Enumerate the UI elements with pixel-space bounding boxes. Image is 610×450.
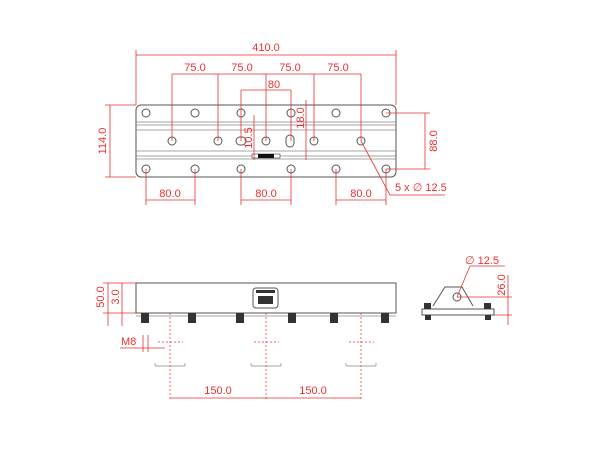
dim-row-spacing: 88.0	[428, 130, 440, 151]
dim-bottom-center: 80.0	[255, 188, 276, 200]
hole-callout: 5 x ∅ 12.5	[395, 182, 447, 194]
dim-bottom-right: 80.0	[350, 188, 371, 200]
dim-pitch-2: 75.0	[231, 62, 252, 74]
clamps	[154, 313, 377, 400]
dim-slot-spacing: 80	[268, 79, 280, 91]
dim-bolt-size: M8	[121, 336, 136, 348]
top-view: 410.0 75.0 75.0 75.0 75.0 80 10.5 18.0 1…	[97, 42, 447, 205]
dim-side-height: 50.0	[95, 286, 107, 307]
dim-end-hole-height: 26.0	[496, 274, 508, 295]
dim-slot-offset: 10.5	[243, 127, 255, 148]
dim-slot-length: 18.0	[295, 107, 307, 128]
dim-clamp-pitch-left: 150.0	[204, 385, 232, 397]
middle-hole-row	[167, 134, 366, 148]
dim-overall-height: 114.0	[97, 128, 109, 155]
dim-overall-width: 410.0	[252, 42, 280, 54]
bracket-profile	[432, 286, 474, 307]
bottom-hole-row	[141, 164, 391, 174]
end-view: ∅ 12.5 26.0	[421, 255, 512, 325]
dim-clamp-pitch-right: 150.0	[299, 385, 327, 397]
dim-pitch-1: 75.0	[184, 62, 205, 74]
side-view: 50.0 3.0 M8 150.0 150.0	[95, 282, 397, 400]
dim-plate-thickness: 3.0	[110, 289, 122, 304]
dim-pitch-3: 75.0	[279, 62, 300, 74]
dim-pitch-4: 75.0	[327, 62, 348, 74]
dim-bottom-left: 80.0	[159, 188, 180, 200]
dim-end-hole-diameter: ∅ 12.5	[465, 255, 499, 267]
